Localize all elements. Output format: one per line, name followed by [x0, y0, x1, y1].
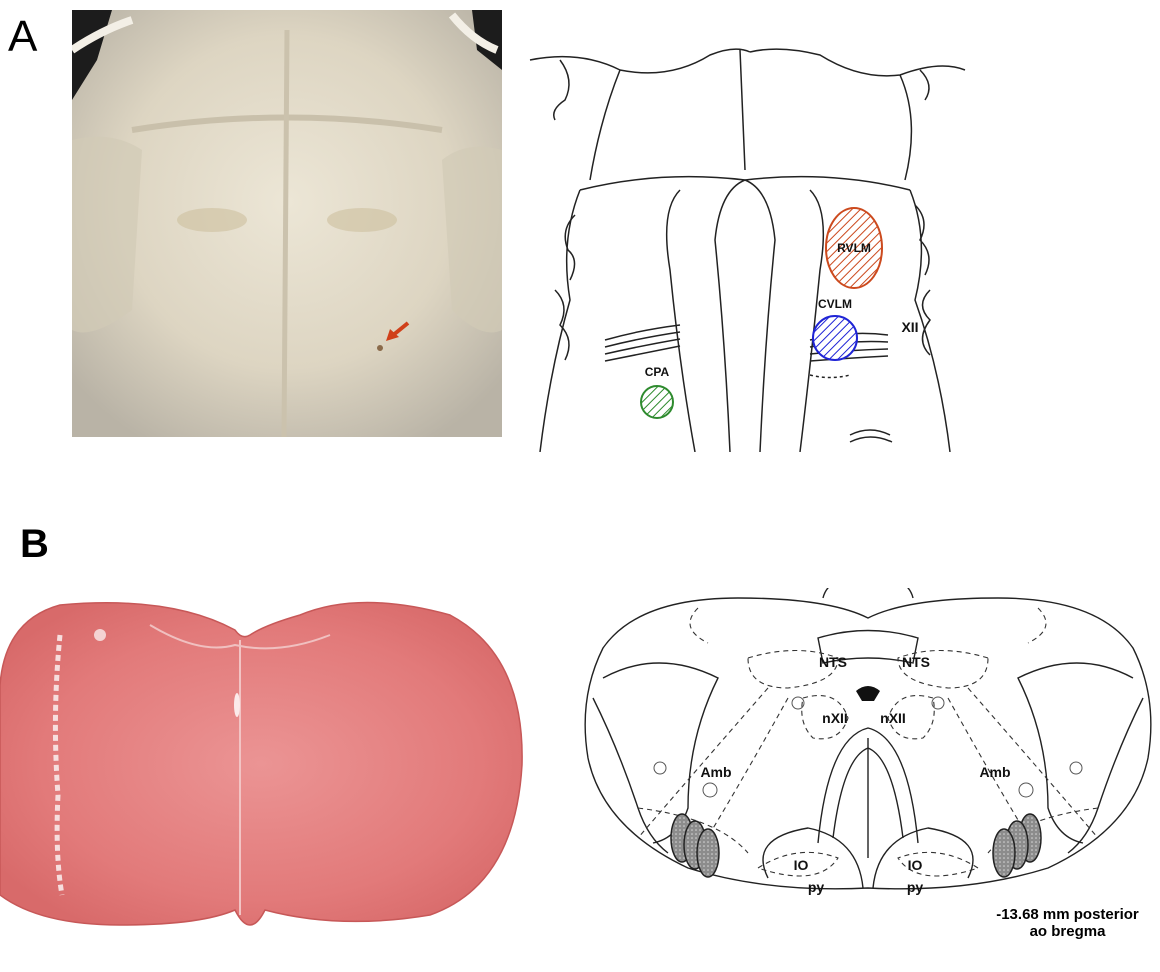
amb-left-label: Amb [700, 764, 731, 780]
panel-label-a: A [8, 12, 37, 62]
py-right-label: py [907, 879, 924, 895]
io-right-label: IO [908, 857, 923, 873]
cvlm-region: CVLM [813, 297, 857, 360]
left-shaded-ellipses [671, 814, 719, 877]
coordinate-line-1: -13.68 mm posterior [980, 906, 1155, 923]
section-coordinate: -13.68 mm posterior ao bregma [980, 906, 1155, 940]
cpa-region: CPA [641, 365, 673, 418]
panel-label-b: B [20, 522, 49, 567]
medulla-atlas-schematic: NTS NTS nXII nXII Amb Amb IO IO py py [578, 588, 1160, 898]
ventral-brainstem-schematic: RVLM CVLM XII CPA [520, 40, 970, 452]
py-left-label: py [808, 879, 825, 895]
coordinate-line-2: ao bregma [980, 923, 1155, 940]
right-shaded-ellipses [993, 814, 1041, 877]
cvlm-label: CVLM [818, 297, 852, 311]
nxii-left-label: nXII [822, 710, 848, 726]
stained-medulla-section [0, 595, 528, 940]
io-left-label: IO [794, 857, 809, 873]
nxii-right-label: nXII [880, 710, 906, 726]
nts-left-label: NTS [819, 654, 847, 670]
amb-right-label: Amb [979, 764, 1010, 780]
xii-label: XII [901, 319, 918, 335]
nts-right-label: NTS [902, 654, 930, 670]
central-canal-icon [856, 686, 880, 701]
brainstem-photo [72, 10, 502, 437]
rvlm-label: RVLM [837, 241, 871, 255]
cpa-label: CPA [645, 365, 670, 379]
rvlm-region: RVLM [826, 208, 882, 288]
